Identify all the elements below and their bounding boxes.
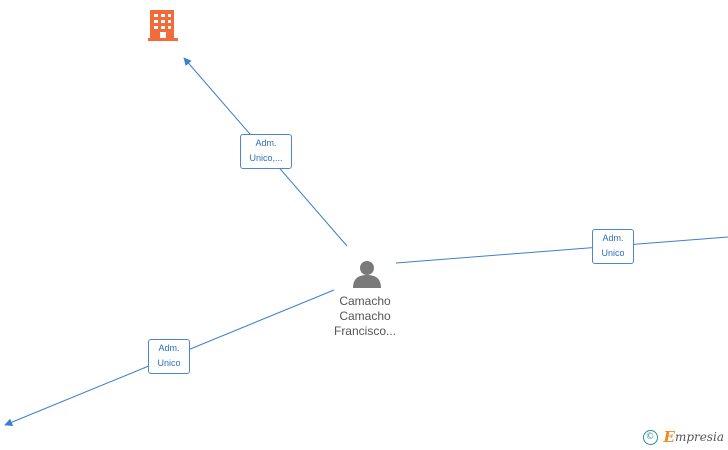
brand-initial: E (663, 428, 675, 446)
edge-label-line: Adm. (602, 233, 624, 243)
edge-label-right[interactable]: Adm. Unico (592, 229, 634, 264)
edge-label-line: Adm. (255, 138, 277, 148)
person-name-line: Camacho (339, 309, 391, 323)
copyright-icon: © (642, 429, 658, 445)
edge-label-company[interactable]: Adm. Unico,... (240, 134, 292, 169)
watermark: © E mpresia (642, 428, 724, 446)
edge-label-line: Unico (601, 248, 625, 258)
person-name-line: Camacho (339, 294, 391, 308)
edge-label-lower-left[interactable]: Adm. Unico (148, 339, 190, 374)
edge-label-line: Adm. (158, 343, 180, 353)
edge-line-right (395, 236, 728, 264)
brand-name: mpresia (674, 430, 724, 444)
person-name[interactable]: Camacho Camacho Francisco... (322, 294, 408, 339)
person-name-line: Francisco... (333, 324, 396, 338)
person-icon[interactable] (353, 261, 381, 288)
building-icon[interactable] (148, 10, 178, 41)
edge-label-line: Unico,... (249, 153, 283, 163)
edge-label-line: Unico (157, 358, 181, 368)
